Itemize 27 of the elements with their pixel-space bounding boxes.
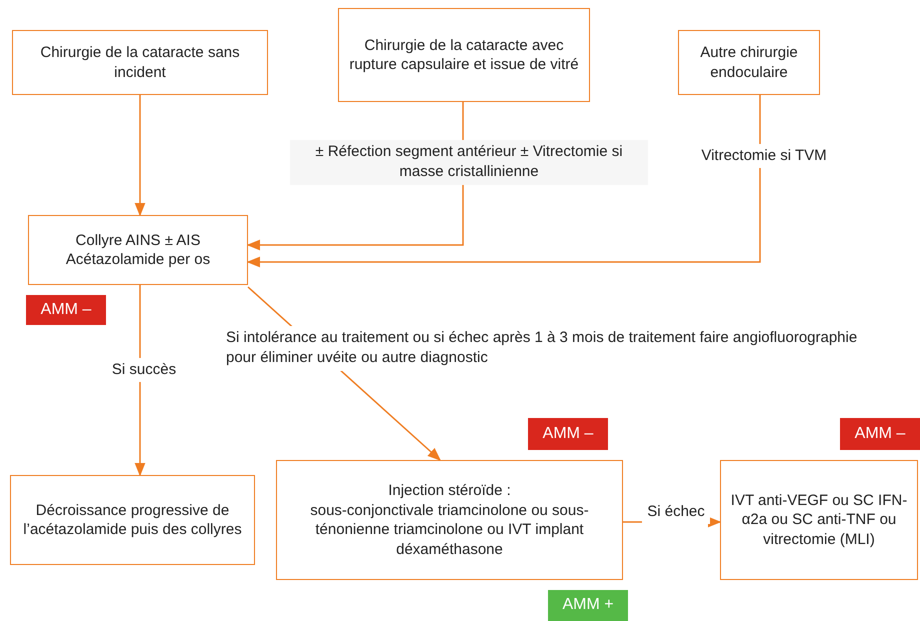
- edge-label: ± Réfection segment antérieur ± Vitrectomie si masse cristallinienne: [290, 140, 648, 184]
- box-text: IVT anti-VEGF ou SC IFN-α2a ou SC anti-TNF ou vitrectomie (MLI): [730, 490, 908, 550]
- process-box: [12, 30, 268, 95]
- approval-badge: [548, 590, 628, 621]
- box-text: Chirurgie de la cataracte sans incident: [40, 43, 240, 82]
- box-text: sous-conjonctivale triamcinolone ou sous-ténonienne triamcinolone ou IVT implant déxaméthasone: [309, 500, 590, 559]
- process-box: [338, 8, 590, 102]
- arrow: [246, 95, 761, 268]
- process-box: [720, 460, 918, 580]
- badge-text: AMM –: [854, 424, 906, 444]
- box-text: Collyre AINS ± AIS Acétazolamide per os: [64, 230, 212, 270]
- process-box: [678, 30, 820, 95]
- approval-badge: [528, 418, 608, 450]
- process-box: [276, 460, 623, 580]
- arrow: [134, 95, 146, 216]
- box-text: Injection stéroïde :: [388, 481, 511, 500]
- badge-text: AMM +: [562, 595, 614, 616]
- box-text: Chirurgie de la cataracte avec rupture capsulaire et issue de vitré: [349, 36, 579, 74]
- arrow: [134, 285, 146, 476]
- approval-badge: [26, 295, 106, 325]
- badge-text: AMM –: [542, 424, 594, 444]
- approval-badge: [840, 418, 920, 450]
- badge-text: AMM –: [40, 300, 92, 320]
- box-text: Autre chirurgie endoculaire: [699, 43, 799, 82]
- process-box: [10, 475, 255, 565]
- process-box: [28, 215, 248, 285]
- box-text: Décroissance progressive de l’acétazolamide puis des collyres: [22, 500, 242, 540]
